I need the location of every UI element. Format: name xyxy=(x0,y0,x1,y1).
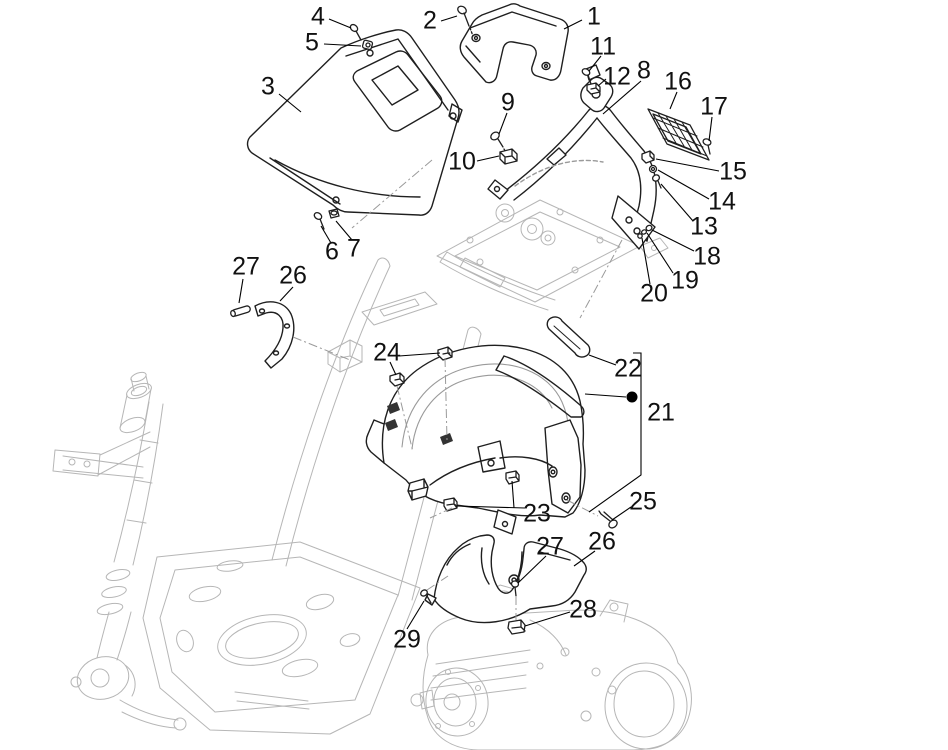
screw-6 xyxy=(313,211,325,230)
leader-line-6 xyxy=(320,225,332,244)
clip-24b xyxy=(389,372,405,387)
leader-line-22 xyxy=(588,354,617,366)
leader-line-8 xyxy=(602,80,642,115)
part-1-cover-plate xyxy=(459,3,569,84)
washer-7 xyxy=(328,208,340,219)
part-21-inner-fender xyxy=(365,344,586,535)
leader-line-24 xyxy=(398,352,441,357)
clip-23b xyxy=(443,497,458,512)
clip-15 xyxy=(641,150,655,164)
clip-10 xyxy=(499,148,518,165)
leader-line-26-lower xyxy=(573,550,596,567)
clip-28 xyxy=(507,619,526,635)
leader-line-20 xyxy=(641,237,651,285)
leader-line-10 xyxy=(476,155,500,162)
reference-rack-art xyxy=(361,199,669,326)
leader-lines xyxy=(238,15,720,630)
fastener-18 xyxy=(645,224,653,232)
part-26-cover-lower xyxy=(424,534,587,624)
part-8-support-frame xyxy=(487,64,657,250)
nut-5 xyxy=(361,39,374,51)
part-16-grille xyxy=(647,108,710,161)
leader-line-21 xyxy=(584,393,627,398)
screw-27-lower xyxy=(510,580,520,597)
clip-24a xyxy=(437,346,453,361)
leader-line-7 xyxy=(335,220,353,241)
leader-line-13 xyxy=(660,183,694,222)
leader-line-11 xyxy=(588,55,602,72)
leader-line-28 xyxy=(524,611,571,627)
leader-line-5 xyxy=(323,43,362,47)
fastener-19 xyxy=(640,229,648,235)
fasteners xyxy=(230,5,712,635)
pin-27-upper xyxy=(230,305,251,318)
screw-4 xyxy=(349,23,362,41)
grommet-12 xyxy=(586,82,601,95)
screw-13 xyxy=(651,174,662,189)
part-3-side-panel xyxy=(246,29,463,216)
part-22-rubber-pad xyxy=(546,316,591,358)
leader-line-27-lower xyxy=(517,555,547,584)
leader-line-3 xyxy=(278,93,302,113)
clip-23a xyxy=(505,470,520,485)
leader-line-21 xyxy=(588,352,642,513)
leader-line-4 xyxy=(328,18,352,29)
alignment-lines xyxy=(292,159,623,620)
pin-29 xyxy=(420,589,432,604)
part-26-hook-upper xyxy=(254,301,295,369)
leader-line-2 xyxy=(440,15,458,22)
leader-line-12 xyxy=(597,78,607,87)
fastener-20 xyxy=(637,233,643,239)
leader-line-18 xyxy=(651,229,695,252)
leader-line-27-upper xyxy=(238,278,244,304)
leader-line-15 xyxy=(655,158,720,172)
leader-line-1 xyxy=(563,19,583,30)
leader-line-24 xyxy=(389,361,397,376)
leader-line-14 xyxy=(657,169,710,200)
leader-line-16 xyxy=(669,91,678,110)
screw-25 xyxy=(598,510,618,529)
nut-14 xyxy=(648,164,658,174)
leader-line-19 xyxy=(646,232,674,274)
leader-line-9 xyxy=(498,112,508,135)
leader-line-26-upper xyxy=(279,286,294,302)
leader-line-29 xyxy=(406,600,425,630)
leader-line-17 xyxy=(708,116,713,142)
leader-line-25 xyxy=(611,506,632,521)
screw-11 xyxy=(581,68,592,85)
reference-frame-art xyxy=(52,257,482,735)
leader-line-23 xyxy=(511,480,515,509)
screw-2 xyxy=(457,5,474,37)
reference-dot-21 xyxy=(626,391,638,403)
